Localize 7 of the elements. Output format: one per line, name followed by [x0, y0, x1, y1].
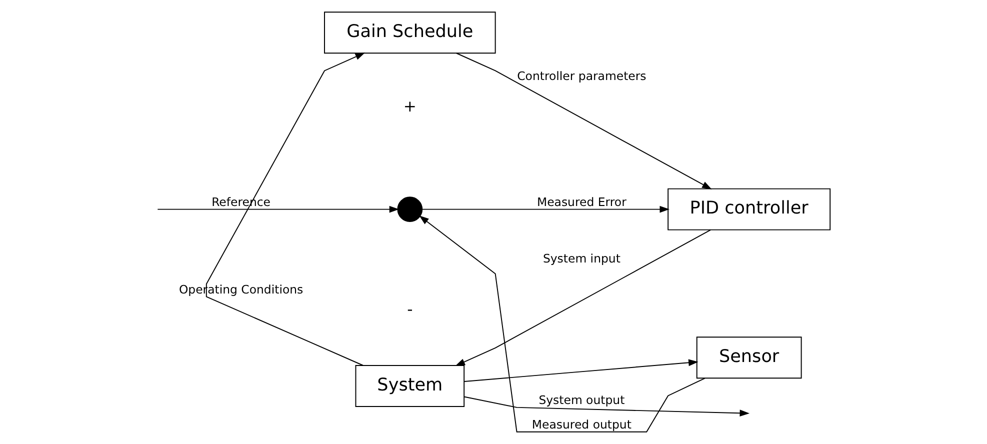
label: + [403, 98, 416, 116]
edge-label: Controller parameters [517, 69, 646, 84]
edge-label: Measured output [532, 418, 632, 432]
edge-label: Measured Error [536, 194, 626, 209]
edge-label: System input [542, 252, 620, 266]
edge-label: System output [538, 393, 625, 408]
label: - [407, 300, 413, 319]
